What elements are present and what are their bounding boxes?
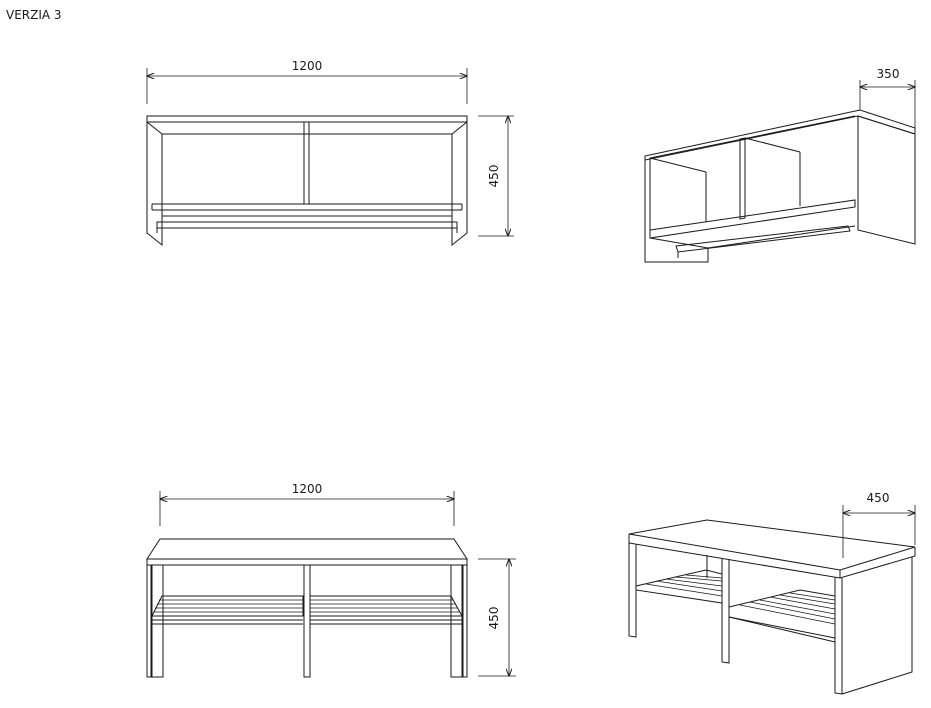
bottom-iso-depth-dimension: 450	[843, 491, 915, 558]
bottom-front-width-label: 1200	[292, 482, 323, 496]
page-title: VERZIA 3	[6, 8, 62, 22]
bottom-front-width-dimension: 1200	[160, 482, 454, 526]
top-iso-depth-dimension: 350	[860, 67, 915, 128]
bottom-isometric-view: 450	[628, 491, 916, 695]
top-front-width-label: 1200	[292, 59, 323, 73]
top-isometric-view: 350	[644, 67, 916, 263]
top-front-height-label: 450	[487, 165, 501, 188]
top-iso-shelf-body	[644, 109, 916, 263]
bottom-front-bench-body	[146, 538, 468, 678]
top-front-width-dimension: 1200	[147, 59, 467, 104]
top-iso-depth-label: 350	[877, 67, 900, 81]
bottom-iso-bench-body	[628, 519, 916, 695]
top-front-view: 1200 450	[146, 59, 514, 247]
bottom-front-view: 1200 450	[146, 482, 516, 678]
bottom-iso-depth-label: 450	[867, 491, 890, 505]
bottom-front-height-label: 450	[487, 607, 501, 630]
top-front-height-dimension: 450	[478, 116, 514, 236]
bottom-front-height-dimension: 450	[478, 559, 516, 676]
top-front-shelf-body	[146, 115, 468, 247]
